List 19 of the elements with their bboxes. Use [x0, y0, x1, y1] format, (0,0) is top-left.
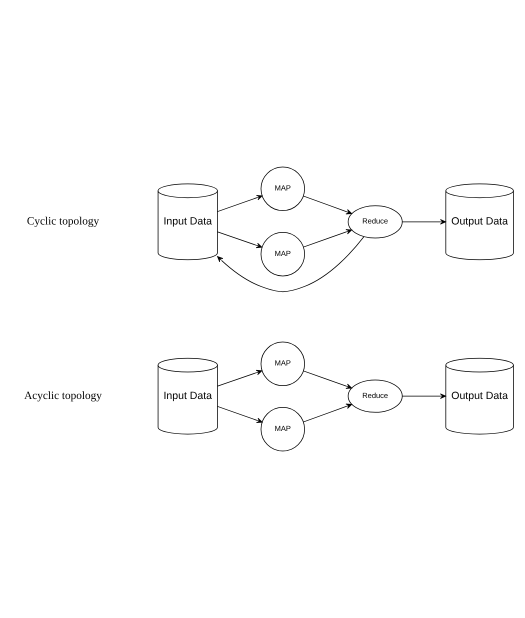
node-circle: MAP	[260, 166, 305, 211]
arrow	[303, 196, 352, 214]
node-circle: MAP	[260, 342, 305, 386]
label: Acyclic topology	[24, 390, 102, 402]
arrow	[402, 393, 446, 399]
arrow	[303, 370, 352, 389]
arrow	[303, 229, 352, 248]
arrow	[217, 194, 263, 212]
arrow	[217, 406, 263, 424]
arrow	[217, 236, 364, 292]
node-ellipse: Reduce	[348, 380, 403, 413]
node-circle: MAP	[260, 407, 305, 452]
arrow	[217, 370, 262, 386]
label: Cyclic topology	[26, 215, 100, 228]
arrow	[303, 404, 352, 422]
arrow	[402, 219, 446, 225]
arrow	[217, 232, 262, 248]
node-ellipse: Reduce	[348, 205, 403, 238]
node-circle: MAP	[260, 232, 305, 276]
